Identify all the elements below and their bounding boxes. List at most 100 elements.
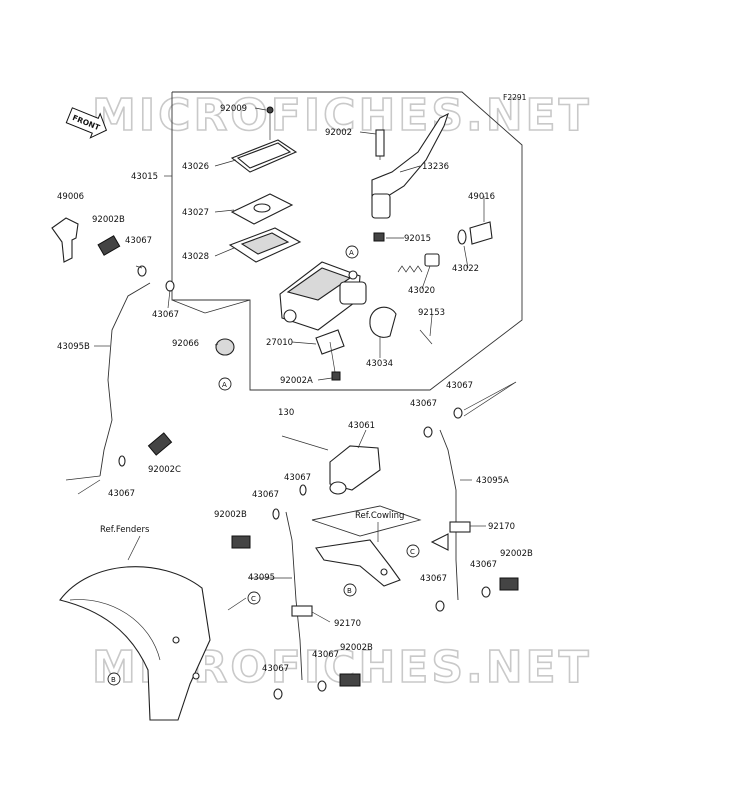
svg-text:A: A	[349, 249, 354, 257]
label-92002b-mid: 92002B	[214, 510, 247, 520]
banjo-bolt-right	[499, 577, 519, 591]
reservoir-diaphragm	[228, 227, 302, 263]
svg-text:C: C	[251, 595, 256, 603]
label-27010: 27010	[266, 338, 293, 348]
washer-upper-right	[423, 426, 433, 438]
cowling-bracket	[315, 539, 401, 587]
label-43095b: 43095B	[57, 342, 90, 352]
hose-clamp-right	[449, 521, 471, 533]
label-92066: 92066	[172, 339, 199, 349]
master-cylinder-body	[279, 261, 367, 331]
label-92153: 92153	[418, 308, 445, 318]
washer-top-right	[453, 407, 463, 419]
label-43028: 43028	[182, 252, 209, 262]
front-fender	[59, 566, 211, 721]
label-92015: 92015	[404, 234, 431, 244]
washer-left-top	[137, 265, 147, 277]
leader-lines	[65, 107, 517, 623]
label-43067-g: 43067	[252, 490, 279, 500]
brake-hose-43095	[285, 511, 303, 681]
grommet-c	[430, 533, 449, 551]
cowling-outline	[311, 505, 422, 537]
washer-right-lower-2	[481, 586, 491, 598]
label-43026: 43026	[182, 162, 209, 172]
lever-nut	[373, 232, 385, 242]
figure-code: F2291	[503, 93, 527, 102]
label-43067-k: 43067	[312, 650, 339, 660]
label-43067-c: 43067	[410, 399, 437, 409]
connector-b-fender: B	[107, 672, 121, 686]
banjo-bolt-92002c	[147, 432, 173, 456]
label-43067-d: 43067	[446, 381, 473, 391]
label-92002b-left: 92002B	[92, 215, 125, 225]
assembly-frame	[171, 91, 523, 391]
brake-switch	[315, 329, 345, 381]
label-92170-right: 92170	[488, 522, 515, 532]
clamp-bolt	[419, 329, 433, 345]
label-92002b-right: 92002B	[500, 549, 533, 559]
hose-joint-43061	[329, 445, 381, 495]
svg-text:C: C	[410, 548, 415, 556]
washer-left-bottom	[118, 455, 126, 467]
label-43067-a: 43067	[125, 236, 152, 246]
label-13236: 13236	[422, 162, 449, 172]
label-43061: 43061	[348, 421, 375, 431]
connector-c-right: C	[406, 544, 420, 558]
label-43067-i: 43067	[470, 560, 497, 570]
washer-right-lower	[435, 600, 445, 612]
label-43034: 43034	[366, 359, 393, 369]
label-43067-j: 43067	[262, 664, 289, 674]
label-43095a: 43095A	[476, 476, 509, 486]
label-92002c: 92002C	[148, 465, 181, 475]
cover-cap	[215, 338, 235, 356]
connector-c-fender: C	[247, 591, 261, 605]
hose-clamp-mid	[291, 605, 313, 617]
handlebar-clamp	[369, 306, 397, 338]
piston-boot	[457, 221, 493, 245]
brake-lever	[371, 112, 449, 219]
washer-center	[299, 484, 307, 496]
label-43027: 43027	[182, 208, 209, 218]
connector-a-top: A	[345, 245, 359, 259]
label-43022: 43022	[452, 264, 479, 274]
label-43067-f: 43067	[284, 473, 311, 483]
label-92170-mid: 92170	[334, 619, 361, 629]
connector-b-mid: B	[343, 583, 357, 597]
svg-text:B: B	[347, 587, 352, 595]
label-43067-h: 43067	[420, 574, 447, 584]
label-49006: 49006	[57, 192, 84, 202]
front-arrow-icon: FRONT	[65, 107, 108, 139]
label-92002b-bottom: 92002B	[340, 643, 373, 653]
connector-a-left: A	[218, 377, 232, 391]
banjo-bolt-bottom	[339, 673, 361, 687]
piston-spring	[397, 253, 440, 273]
brake-hose-43095a	[439, 429, 459, 601]
banjo-bolt-mid-left	[231, 535, 251, 549]
washer-left-mid	[165, 280, 175, 292]
label-ref-cowling: Ref.Cowling	[355, 511, 404, 521]
label-43067-e: 43067	[108, 489, 135, 499]
label-92002-top: 92002	[325, 128, 352, 138]
reservoir-plate	[230, 193, 294, 225]
bolt-130	[281, 435, 329, 451]
part-labels: 92009 92002 13236 43026 43015 43027 4302…	[57, 104, 533, 674]
label-43067-b: 43067	[152, 310, 179, 320]
svg-text:B: B	[111, 676, 116, 684]
label-92009: 92009	[220, 104, 247, 114]
label-92002a: 92002A	[280, 376, 313, 386]
banjo-bolt-left	[97, 235, 121, 256]
svg-text:A: A	[222, 381, 227, 389]
watermark-top: MICROFICHES.NET	[92, 90, 592, 141]
washer-bottom-left	[273, 688, 283, 700]
washer-bottom-mid	[317, 680, 327, 692]
label-43020: 43020	[408, 286, 435, 296]
brake-hose-43095b	[99, 282, 151, 477]
label-49016: 49016	[468, 192, 495, 202]
reservoir-cap	[230, 106, 298, 173]
washer-mid-left	[272, 508, 280, 520]
label-43015: 43015	[131, 172, 158, 182]
label-43095: 43095	[248, 573, 275, 583]
label-130: 130	[278, 408, 294, 418]
banjo-cover	[51, 217, 79, 263]
